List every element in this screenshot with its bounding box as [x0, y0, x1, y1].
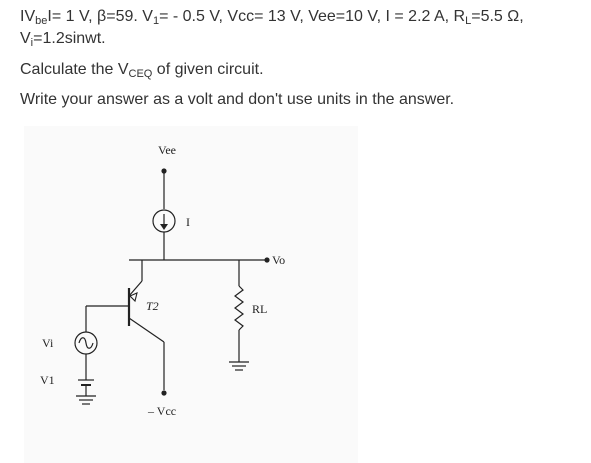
rl-resistor	[234, 285, 244, 331]
circuit-schematic: Vee I Vo RL	[40, 143, 285, 418]
input-signal-line: Vi=1.2sinwt.	[20, 30, 106, 49]
vi-label: Vi	[42, 336, 54, 350]
pnp-transistor	[127, 260, 165, 390]
transistor-label: T2	[146, 299, 159, 313]
current-label: I	[186, 215, 190, 229]
current-arrow-icon	[160, 214, 168, 230]
instruction-line: Write your answer as a volt and don't us…	[20, 91, 455, 108]
circuit-diagram: Vee I Vo RL	[24, 126, 358, 463]
sine-wave-icon	[78, 337, 94, 349]
vee-label: Vee	[158, 143, 176, 157]
question-text: IVbeI= 1 V, β=59. V1= - 0.5 V, Vcc= 13 V…	[20, 6, 585, 111]
vcc-label: – Vcc	[147, 404, 176, 418]
given-values-line: IVbeI= 1 V, β=59. V1= - 0.5 V, Vcc= 13 V…	[20, 8, 524, 27]
task-line: Calculate the VCEQ of given circuit.	[20, 61, 264, 80]
rl-ground-icon	[229, 361, 249, 371]
v1-ground-icon	[76, 395, 96, 405]
vcc-terminal	[161, 390, 167, 396]
vo-terminal	[264, 257, 270, 263]
battery-icon	[78, 379, 94, 386]
v1-label: V1	[40, 373, 55, 387]
vo-label: Vo	[272, 253, 285, 267]
rl-label: RL	[252, 302, 267, 316]
